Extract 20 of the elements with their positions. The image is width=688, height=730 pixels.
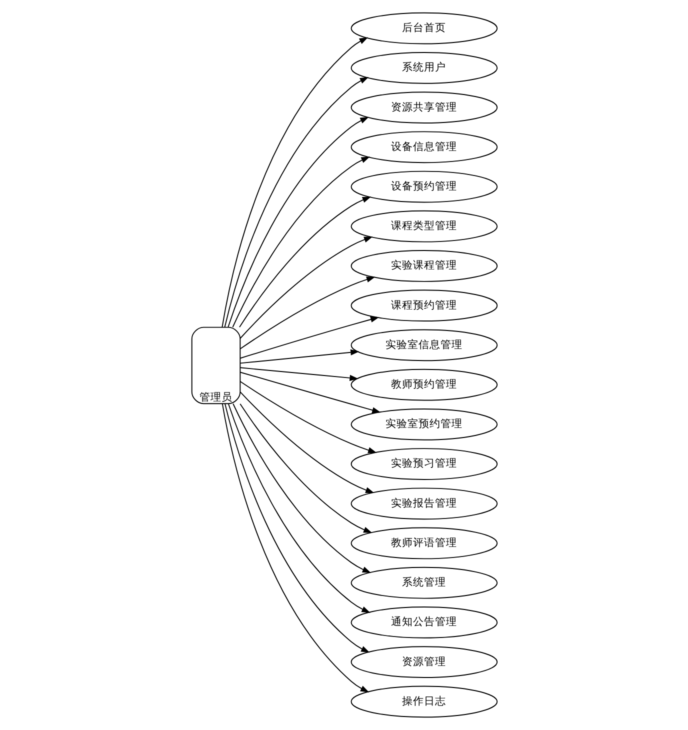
arrow xyxy=(239,392,374,494)
arrow xyxy=(232,403,371,573)
arrow xyxy=(239,276,375,350)
arrow xyxy=(221,403,369,692)
node-ellipse: 教师预约管理 xyxy=(350,368,498,401)
arrow xyxy=(239,403,372,534)
arrow xyxy=(239,381,376,454)
arrow xyxy=(239,236,372,339)
arrow xyxy=(224,77,368,328)
arrow xyxy=(239,367,358,381)
arrow xyxy=(239,372,380,414)
arrow xyxy=(221,37,368,328)
arrow xyxy=(224,403,370,653)
arrow xyxy=(239,349,359,364)
arrow xyxy=(232,156,370,328)
arrow xyxy=(227,116,368,328)
arrow xyxy=(228,404,370,613)
arrow xyxy=(239,316,379,359)
node-box: 管理员 xyxy=(190,326,240,404)
arrow xyxy=(238,196,371,328)
